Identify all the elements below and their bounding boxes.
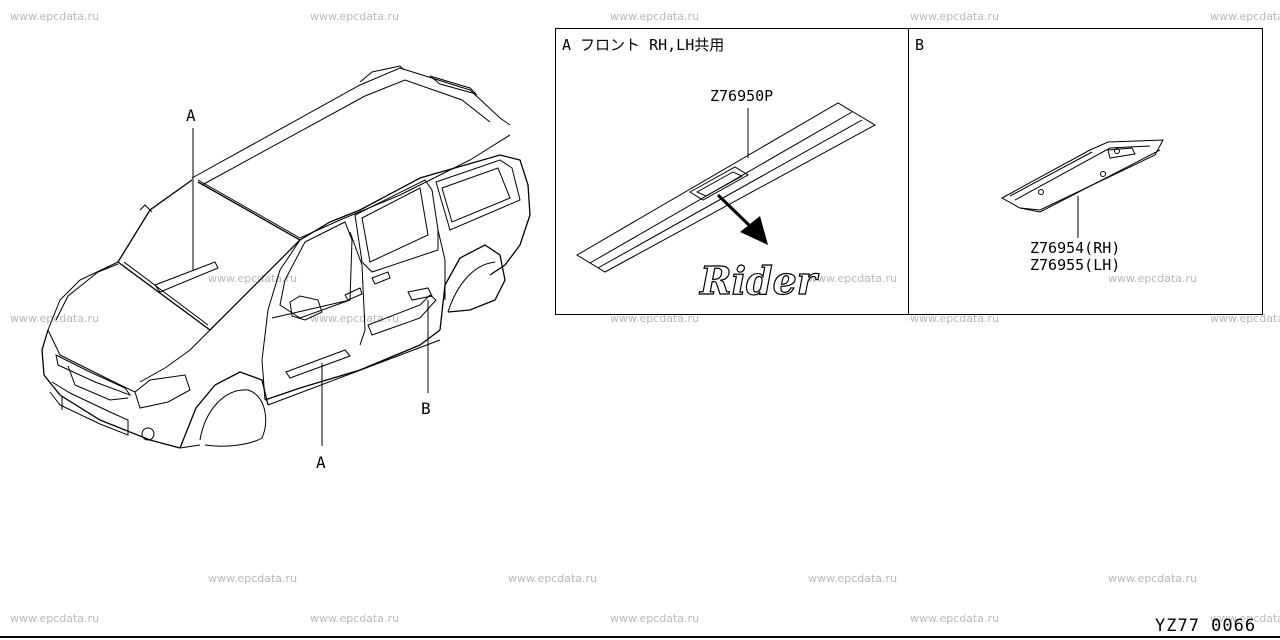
watermark: www.epcdata.ru: [610, 312, 700, 325]
panel-b: B: [908, 28, 1263, 315]
watermark: www.epcdata.ru: [10, 10, 100, 23]
callout-a-bottom: A: [316, 453, 326, 472]
watermark: www.epcdata.ru: [1210, 312, 1280, 325]
callout-b: B: [421, 399, 431, 418]
panel-b-header: B: [915, 36, 925, 54]
panel-a-header: A フロント RH,LH共用: [562, 36, 725, 54]
watermark: www.epcdata.ru: [910, 312, 1000, 325]
watermark: www.epcdata.ru: [310, 10, 400, 23]
part-number-rh: Z76954(RH): [1030, 239, 1121, 257]
watermark: www.epcdata.ru: [10, 612, 100, 625]
callout-a-top: A: [186, 106, 196, 125]
diagram-code: YZ77 0066: [1155, 616, 1257, 636]
part-number-z76950p: Z76950P: [710, 87, 774, 105]
svg-text:Rider: Rider: [699, 258, 820, 303]
watermark: www.epcdata.ru: [1210, 10, 1280, 23]
watermark: www.epcdata.ru: [208, 572, 298, 585]
watermark: www.epcdata.ru: [1108, 572, 1198, 585]
watermark: www.epcdata.ru: [910, 612, 1000, 625]
watermark: www.epcdata.ru: [910, 10, 1000, 23]
part-number-lh: Z76955(LH): [1030, 256, 1121, 274]
watermark: www.epcdata.ru: [1108, 272, 1198, 285]
watermark: www.epcdata.ru: [610, 612, 700, 625]
watermark: www.epcdata.ru: [610, 10, 700, 23]
watermark: www.epcdata.ru: [10, 312, 100, 325]
watermark: www.epcdata.ru: [208, 272, 298, 285]
watermark: www.epcdata.ru: [808, 572, 898, 585]
rider-emblem: Rider: [698, 257, 820, 303]
watermark: www.epcdata.ru: [1210, 612, 1280, 625]
watermark: www.epcdata.ru: [310, 612, 400, 625]
bottom-rule: [0, 636, 1280, 638]
watermark: www.epcdata.ru: [508, 572, 598, 585]
watermark: www.epcdata.ru: [808, 272, 898, 285]
